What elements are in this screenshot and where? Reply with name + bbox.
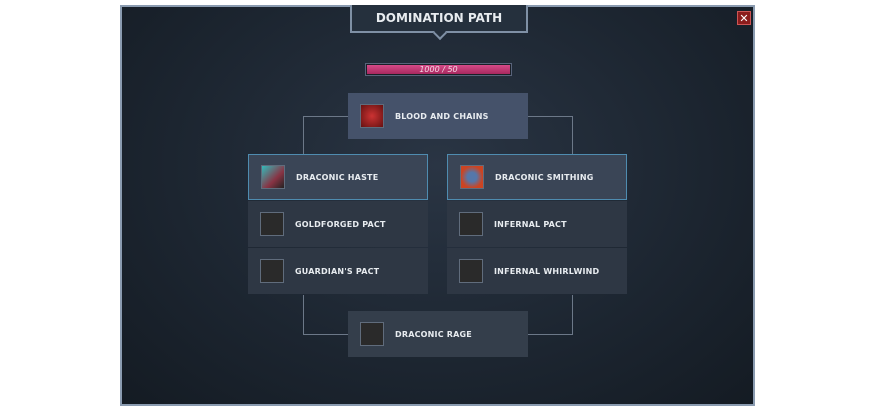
infernal-whirlwind-icon (459, 259, 483, 283)
guardians-pact-icon (260, 259, 284, 283)
infernal-pact-icon (459, 212, 483, 236)
node-label: BLOOD AND CHAINS (395, 111, 489, 121)
progress-fill (367, 65, 510, 74)
node-label: INFERNAL WHIRLWIND (494, 266, 600, 276)
connector (303, 295, 349, 335)
node-label: DRACONIC HASTE (296, 172, 379, 182)
goldforged-pact-icon (260, 212, 284, 236)
close-icon: ✕ (739, 12, 749, 25)
node-label: INFERNAL PACT (494, 219, 567, 229)
draconic-rage-icon (360, 322, 384, 346)
node-blood-and-chains[interactable]: BLOOD AND CHAINS (348, 93, 528, 139)
progress-bar: 1000 / 50 (365, 63, 512, 76)
blood-chains-icon (360, 104, 384, 128)
node-guardians-pact[interactable]: GUARDIAN'S PACT (248, 248, 428, 294)
progress-text: 1000 / 50 (419, 65, 458, 74)
node-goldforged-pact[interactable]: GOLDFORGED PACT (248, 201, 428, 247)
node-label: GOLDFORGED PACT (295, 219, 386, 229)
node-label: GUARDIAN'S PACT (295, 266, 380, 276)
node-draconic-rage[interactable]: DRACONIC RAGE (348, 311, 528, 357)
draconic-smithing-icon (460, 165, 484, 189)
node-draconic-smithing[interactable]: DRACONIC SMITHING (447, 154, 627, 200)
connector (528, 295, 573, 335)
connector (528, 116, 573, 155)
node-label: DRACONIC SMITHING (495, 172, 594, 182)
node-infernal-pact[interactable]: INFERNAL PACT (447, 201, 627, 247)
node-draconic-haste[interactable]: DRACONIC HASTE (248, 154, 428, 200)
draconic-haste-icon (261, 165, 285, 189)
node-label: DRACONIC RAGE (395, 329, 472, 339)
close-button[interactable]: ✕ (737, 11, 751, 25)
node-infernal-whirlwind[interactable]: INFERNAL WHIRLWIND (447, 248, 627, 294)
window-title: DOMINATION PATH (350, 5, 528, 33)
connector (303, 116, 349, 155)
